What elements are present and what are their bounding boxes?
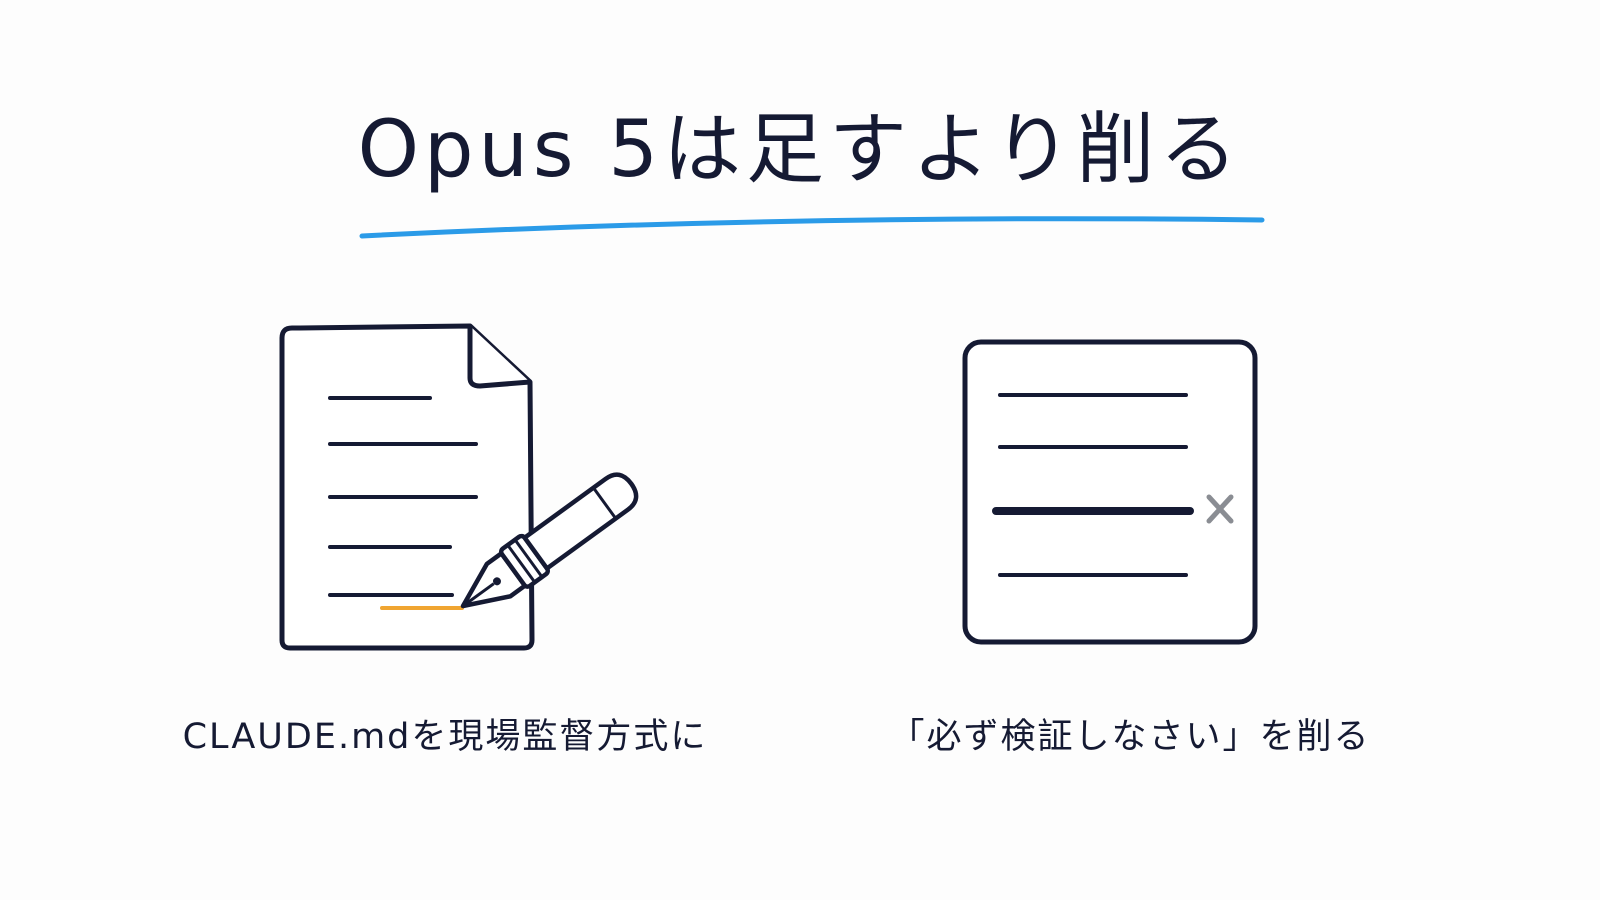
left-caption: CLAUDE.mdを現場監督方式に (182, 717, 708, 757)
slide-title: Opus 5は足すより削る (357, 105, 1243, 195)
document-frame (962, 339, 1258, 645)
remove-x-icon (1206, 494, 1234, 524)
document-icon (279, 323, 535, 651)
document-line-removed-icon (962, 339, 1258, 645)
fountain-pen-icon (460, 472, 639, 609)
document-with-fountain-pen-icon (279, 323, 639, 651)
right-caption: 「必ず検証しなさい」を削る (889, 717, 1371, 757)
